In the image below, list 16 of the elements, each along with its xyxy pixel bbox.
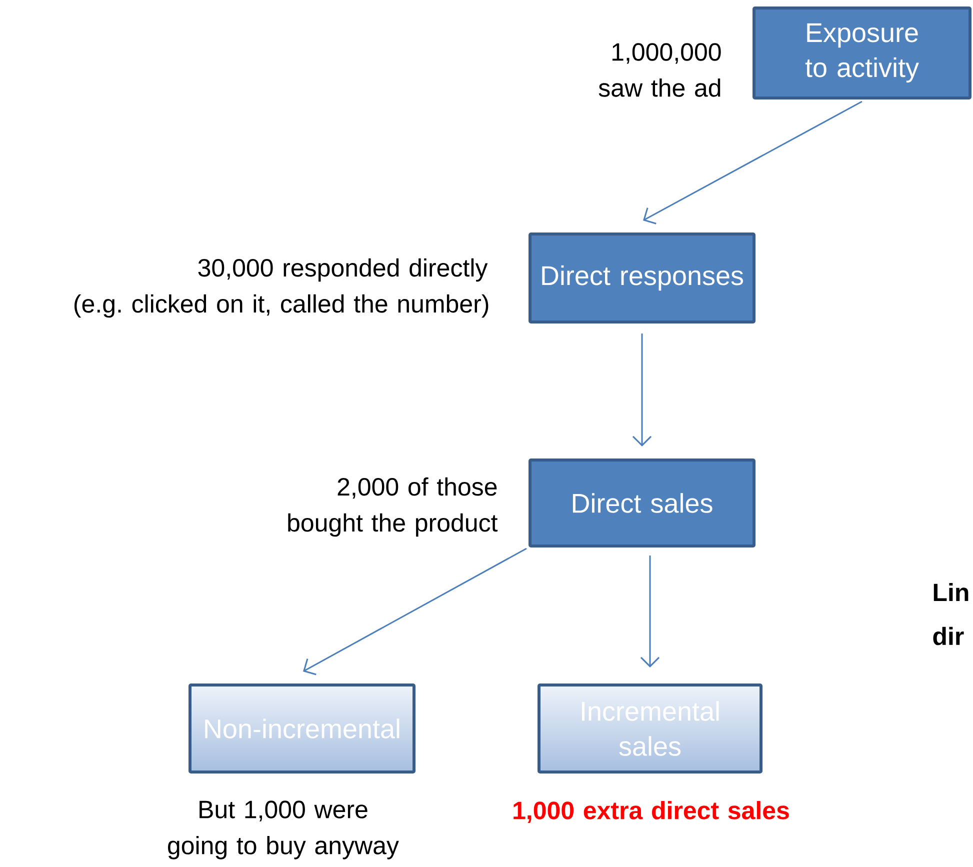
process-box: Direct responses	[528, 232, 756, 324]
note-text: dir	[933, 626, 964, 646]
process-box: Direct sales	[528, 458, 756, 548]
node-caption: But 1,000 were going to buy anyway	[168, 800, 399, 860]
arrow	[643, 100, 862, 224]
arrow	[632, 334, 652, 446]
note-text: Lin	[934, 582, 968, 602]
node-caption: 1,000 extra direct sales	[514, 801, 789, 823]
process-box: Exposure to activity	[752, 6, 972, 100]
node-caption: (e.g. clicked on it, called the number)	[74, 294, 488, 318]
node-caption: 2,000 of those bought the product	[288, 477, 498, 537]
node-caption: 30,000 responded directly	[198, 258, 488, 282]
arrow	[303, 548, 527, 676]
arrow	[640, 556, 660, 668]
process-box: Non-incremental	[188, 684, 416, 774]
node-caption: 1,000,000 saw the ad	[598, 43, 721, 97]
